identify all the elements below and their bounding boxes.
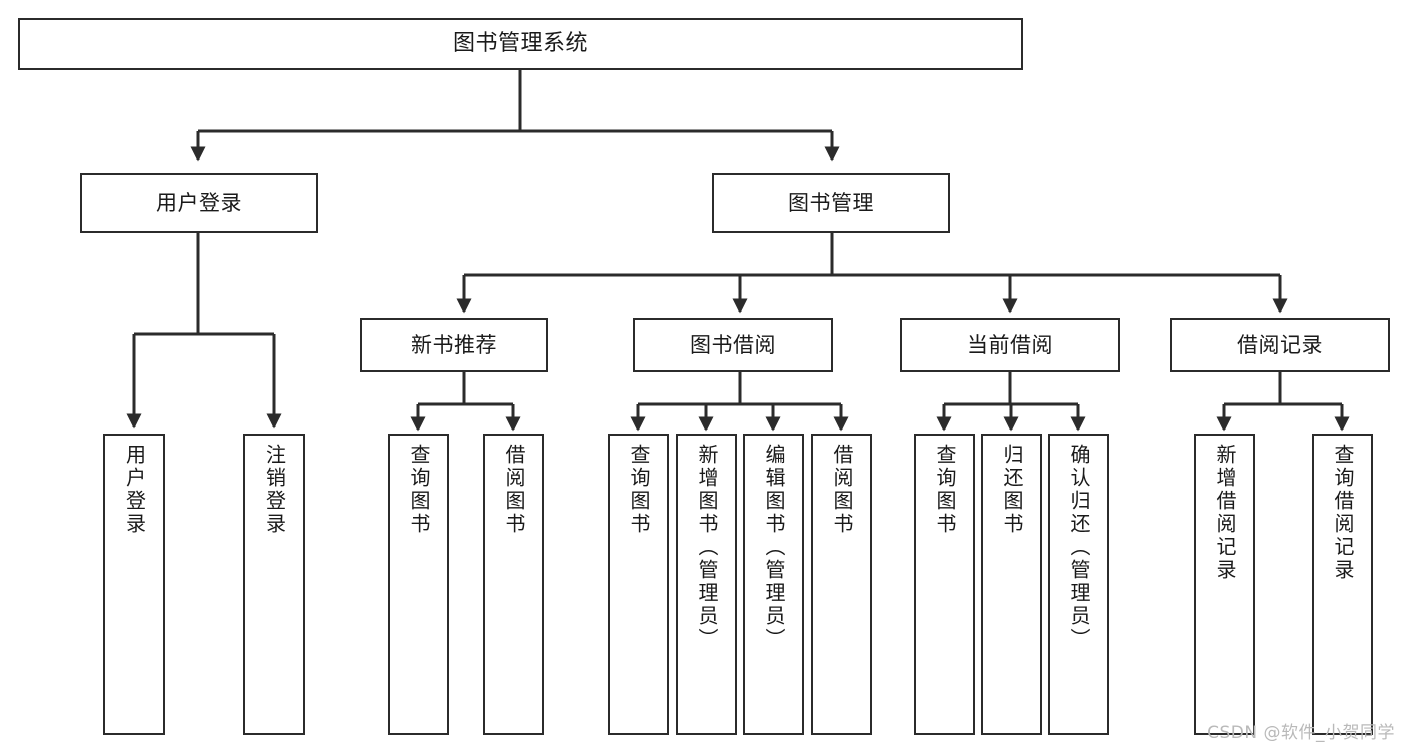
leaf-confirm-return-label: 确认归还（管理员）	[1067, 444, 1091, 651]
leaf-edit-book[interactable]: 编辑图书（管理员）	[743, 434, 804, 735]
node-new-book-recommend[interactable]: 新书推荐	[360, 318, 548, 372]
leaf-borrow-book-2[interactable]: 借阅图书	[811, 434, 872, 735]
node-new-book-recommend-label: 新书推荐	[411, 332, 497, 357]
leaf-query-book-1-label: 查询图书	[407, 444, 431, 536]
leaf-query-book-1[interactable]: 查询图书	[388, 434, 449, 735]
node-borrow-record-label: 借阅记录	[1237, 332, 1323, 357]
leaf-logout-login[interactable]: 注销登录	[243, 434, 305, 735]
leaf-user-login-label: 用户登录	[122, 444, 147, 536]
node-root[interactable]: 图书管理系统	[18, 18, 1023, 70]
leaf-borrow-book-2-label: 借阅图书	[830, 444, 854, 536]
node-borrow-record[interactable]: 借阅记录	[1170, 318, 1390, 372]
leaf-query-book-2-label: 查询图书	[627, 444, 651, 536]
leaf-confirm-return[interactable]: 确认归还（管理员）	[1048, 434, 1109, 735]
leaf-query-book-3-label: 查询图书	[933, 444, 957, 536]
node-root-label: 图书管理系统	[452, 31, 588, 57]
leaf-borrow-book-1[interactable]: 借阅图书	[483, 434, 544, 735]
leaf-edit-book-label: 编辑图书（管理员）	[762, 444, 786, 651]
leaf-add-book-label: 新增图书（管理员）	[695, 444, 719, 651]
node-current-borrow[interactable]: 当前借阅	[900, 318, 1120, 372]
node-book-manage-label: 图书管理	[788, 190, 874, 215]
leaf-logout-login-label: 注销登录	[262, 444, 287, 536]
node-book-borrow-label: 图书借阅	[690, 332, 776, 357]
leaf-query-record[interactable]: 查询借阅记录	[1312, 434, 1373, 735]
node-user-login-label: 用户登录	[156, 190, 242, 215]
leaf-query-book-3[interactable]: 查询图书	[914, 434, 975, 735]
leaf-add-record-label: 新增借阅记录	[1213, 444, 1237, 582]
node-book-borrow[interactable]: 图书借阅	[633, 318, 833, 372]
leaf-add-record[interactable]: 新增借阅记录	[1194, 434, 1255, 735]
leaf-query-record-label: 查询借阅记录	[1331, 444, 1355, 582]
leaf-return-book-label: 归还图书	[1000, 444, 1024, 536]
node-current-borrow-label: 当前借阅	[967, 332, 1053, 357]
node-user-login[interactable]: 用户登录	[80, 173, 318, 233]
leaf-return-book[interactable]: 归还图书	[981, 434, 1042, 735]
leaf-borrow-book-1-label: 借阅图书	[502, 444, 526, 536]
node-book-manage[interactable]: 图书管理	[712, 173, 950, 233]
leaf-user-login[interactable]: 用户登录	[103, 434, 165, 735]
leaf-add-book[interactable]: 新增图书（管理员）	[676, 434, 737, 735]
leaf-query-book-2[interactable]: 查询图书	[608, 434, 669, 735]
